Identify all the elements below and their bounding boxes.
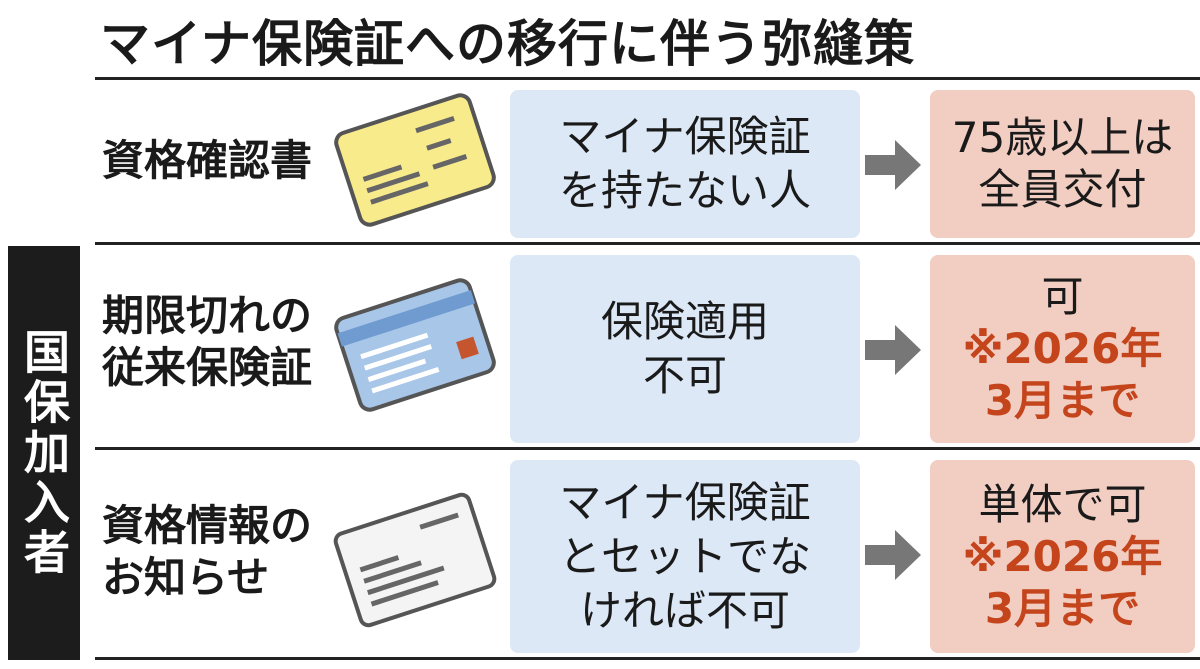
row-label: 資格確認書 bbox=[102, 135, 312, 187]
condition-box: 保険適用 不可 bbox=[510, 255, 860, 443]
label-line: 資格情報の bbox=[102, 501, 313, 550]
result-box: 単体で可 ※2026年 3月まで bbox=[930, 460, 1195, 653]
divider bbox=[95, 242, 1200, 245]
divider bbox=[95, 447, 1200, 450]
divider bbox=[95, 77, 1200, 80]
row-label: 期限切れの 従来保険証 bbox=[102, 290, 312, 394]
arrow-right-icon bbox=[865, 325, 921, 375]
side-label-text: 国保加入者 bbox=[17, 328, 71, 578]
blue-card-icon bbox=[334, 278, 496, 412]
arrow-right-icon bbox=[865, 140, 921, 190]
label-line: お知らせ bbox=[102, 553, 270, 602]
note-line: 3月まで bbox=[984, 376, 1141, 425]
label-line: 期限切れの bbox=[102, 291, 313, 340]
condition-line: ければ不可 bbox=[579, 585, 790, 635]
condition-line: マイナ保険証 bbox=[559, 477, 811, 527]
result-box: 75歳以上は 全員交付 bbox=[930, 90, 1195, 238]
condition-line: とセットでな bbox=[558, 531, 811, 581]
condition-box: マイナ保険証 とセットでな ければ不可 bbox=[510, 460, 860, 653]
page-title: マイナ保険証への移行に伴う弥縫策 bbox=[100, 15, 915, 73]
result-line: 可 bbox=[1041, 272, 1084, 321]
label-line: 従来保険証 bbox=[102, 343, 313, 392]
white-card-icon bbox=[333, 492, 497, 628]
condition-line: を持たない人 bbox=[558, 166, 811, 215]
condition-line: マイナ保険証 bbox=[559, 112, 811, 161]
divider bbox=[95, 657, 1200, 660]
note-line: ※2026年 bbox=[962, 324, 1163, 373]
result-line: 単体で可 bbox=[978, 479, 1147, 529]
result-line: 75歳以上は bbox=[951, 113, 1174, 162]
label-line: 資格確認書 bbox=[102, 136, 313, 185]
result-box: 可 ※2026年 3月まで bbox=[930, 255, 1195, 443]
row-label: 資格情報の お知らせ bbox=[102, 500, 312, 604]
condition-box: マイナ保険証 を持たない人 bbox=[510, 90, 860, 238]
arrow-right-icon bbox=[865, 530, 921, 580]
yellow-card-icon bbox=[334, 93, 496, 227]
note-line: 3月まで bbox=[984, 583, 1141, 633]
condition-line: 不可 bbox=[642, 351, 727, 400]
note-line: ※2026年 bbox=[962, 531, 1163, 581]
condition-line: 保険適用 bbox=[600, 297, 769, 346]
result-line: 全員交付 bbox=[978, 165, 1147, 214]
side-label: 国保加入者 bbox=[8, 246, 80, 660]
